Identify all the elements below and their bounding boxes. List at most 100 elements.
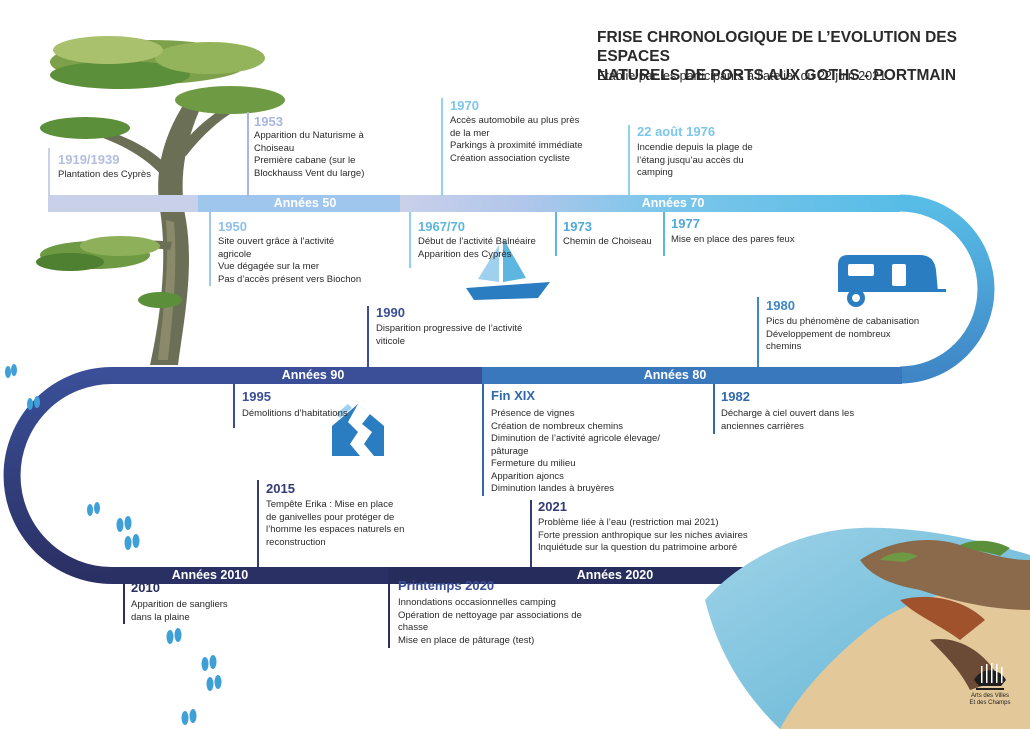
event-year: 1977 (671, 216, 700, 231)
event-line: Diminution de l’activité agricole élevag… (491, 433, 660, 444)
event-1977: 1977 Mise en place des pares feux (671, 216, 795, 247)
event-line: de la mer (450, 127, 490, 139)
logo-mark (974, 663, 1006, 690)
event-year: 1973 (563, 219, 592, 234)
logo-line-1: Arts des Villes (971, 693, 1009, 699)
event-year: 1995 (242, 389, 271, 404)
event-text: Début de l’activité Balnéaire Apparition… (418, 236, 536, 261)
event-year: 2010 (131, 580, 160, 595)
event-line: Mise en place de pâturage (test) (398, 634, 535, 646)
event-1980: 1980 Pics du phénomène de cabanisation D… (766, 298, 919, 354)
event-line: Blockhauss Vent du large) (254, 167, 365, 179)
event-text: Pics du phénomène de cabanisation Dévelo… (766, 316, 919, 354)
event-text: Apparition de sangliers dans la plaine (131, 599, 228, 624)
event-line: Début de l’activité Balnéaire (418, 236, 536, 247)
event-1950: 1950 Site ouvert grâce à l’activité agri… (218, 219, 361, 286)
event-line: Pics du phénomène de cabanisation (766, 316, 920, 327)
event-1953: 1953 Apparition du Naturisme à Choiseau … (254, 114, 364, 180)
event-line: Démolitions d’habitations (242, 408, 348, 419)
event-year: 1919/1939 (58, 152, 120, 167)
event-2010: 2010 Apparition de sangliers dans la pla… (131, 580, 228, 624)
page-title: FRISE CHRONOLOGIQUE DE L’EVOLUTION DES E… (597, 28, 1030, 85)
event-year: 22 août 1976 (637, 124, 716, 139)
event-text: Accès automobile au plus près de la mer … (450, 115, 583, 165)
event-line: Mise en place des pares feux (671, 234, 795, 245)
event-line: anciennes carrières (721, 420, 804, 432)
event-text: Disparition progressive de l’activité vi… (376, 323, 522, 348)
era-label-annees-50: Années 50 (273, 196, 337, 210)
timeline-track (3, 194, 995, 584)
event-line: pâturage (491, 445, 529, 457)
event-line: Site ouvert grâce à l’activité (218, 236, 335, 247)
demolished-house-icon (332, 404, 384, 456)
era-label-annees-70: Années 70 (641, 196, 705, 210)
cypress-tree-illustration (36, 36, 285, 365)
event-1982: 1982 Décharge à ciel ouvert dans les anc… (721, 389, 854, 433)
logo-line-2: Et des Champs (969, 699, 1011, 706)
event-year: 1982 (721, 389, 750, 404)
era-label-annees-2020: Années 2020 (576, 568, 654, 582)
event-line: l’étang jusqu’au accès du (637, 154, 744, 166)
event-line: Apparition des Cyprès (418, 248, 512, 260)
event-line: Création association cycliste (450, 152, 570, 164)
event-line: reconstruction (266, 536, 326, 548)
event-line: Plantation des Cyprès (58, 169, 151, 180)
event-year: 2015 (266, 481, 295, 496)
event-line: Forte pression anthropique sur les niche… (538, 529, 748, 541)
event-text: Chemin de Choiseau (563, 236, 652, 249)
event-year: Printemps 2020 (398, 578, 495, 593)
era-label-annees-90: Années 90 (281, 368, 345, 382)
event-1995: 1995 Démolitions d’habitations (242, 389, 348, 421)
event-line: Fermeture du milieu (491, 458, 576, 469)
caravan-icon (838, 255, 946, 307)
event-2021: 2021 Problème liée à l’eau (restriction … (538, 499, 748, 555)
event-line: viticole (376, 335, 406, 347)
event-year: 1980 (766, 298, 795, 313)
event-1973: 1973 Chemin de Choiseau (563, 219, 652, 249)
title-line-2: NATURELS DE PORTS AUX GOTHS - PORTMAIN (597, 67, 957, 84)
event-text: Problème liée à l’eau (restriction mai 2… (538, 517, 748, 555)
event-line: agricole (218, 248, 252, 260)
event-year: 1970 (450, 98, 479, 113)
event-line: Chemin de Choiseau (563, 236, 652, 247)
era-label-annees-80: Années 80 (643, 368, 707, 382)
event-year: 1967/70 (418, 219, 465, 234)
event-text: Présence de vignes Création de nombreux … (491, 408, 660, 496)
event-line: camping (637, 167, 673, 178)
page-subtitle: Etablie par les participants à l’atelier… (597, 69, 887, 83)
title-line-1: FRISE CHRONOLOGIQUE DE L’EVOLUTION DES E… (597, 29, 957, 65)
event-line: Décharge à ciel ouvert dans les (721, 408, 855, 419)
event-line: Problème liée à l’eau (restriction mai 2… (538, 517, 719, 528)
event-1990: 1990 Disparition progressive de l’activi… (376, 305, 522, 348)
event-line: Développement de nombreux (766, 328, 891, 340)
event-line: Apparition de sangliers (131, 599, 228, 610)
event-2015: 2015 Tempête Erika : Mise en place de ga… (266, 481, 404, 549)
event-line: Incendie depuis la plage de (637, 142, 753, 153)
coast-illustration (705, 527, 1030, 729)
event-line: Première cabane (sur le (254, 155, 356, 166)
event-line: chemins (766, 341, 802, 352)
event-fin-xix: Fin XIX Présence de vignes Création de n… (491, 388, 660, 496)
event-line: Choiseau (254, 142, 295, 154)
event-line: Innondations occasionnelles camping (398, 597, 556, 608)
event-line: Apparition du Naturisme à (254, 130, 364, 141)
event-line: Pas d’accès présent vers Biochon (218, 273, 362, 285)
event-text: Innondations occasionnelles camping Opér… (398, 597, 582, 647)
event-line: Apparition ajoncs (491, 470, 564, 482)
event-text: Plantation des Cyprès (58, 169, 151, 182)
event-printemps-2020: Printemps 2020 Innondations occasionnell… (398, 578, 582, 647)
event-line: Tempête Erika : Mise en place (266, 499, 394, 510)
event-line: Accès automobile au plus près (450, 115, 580, 126)
event-year: Fin XIX (491, 388, 536, 403)
event-text: Incendie depuis la plage de l’étang jusq… (637, 142, 753, 180)
event-line: l’homme les espaces naturels en (266, 524, 405, 535)
event-text: Décharge à ciel ouvert dans les ancienne… (721, 408, 854, 433)
event-year: 1953 (254, 114, 283, 129)
animal-footprints (5, 364, 222, 725)
event-22-aout-1976: 22 août 1976 Incendie depuis la plage de… (637, 124, 753, 180)
event-line: dans la plaine (131, 611, 190, 623)
event-text: Apparition du Naturisme à Choiseau Premi… (254, 130, 364, 180)
event-text: Mise en place des pares feux (671, 234, 795, 247)
event-text: Tempête Erika : Mise en place de ganivel… (266, 499, 404, 549)
